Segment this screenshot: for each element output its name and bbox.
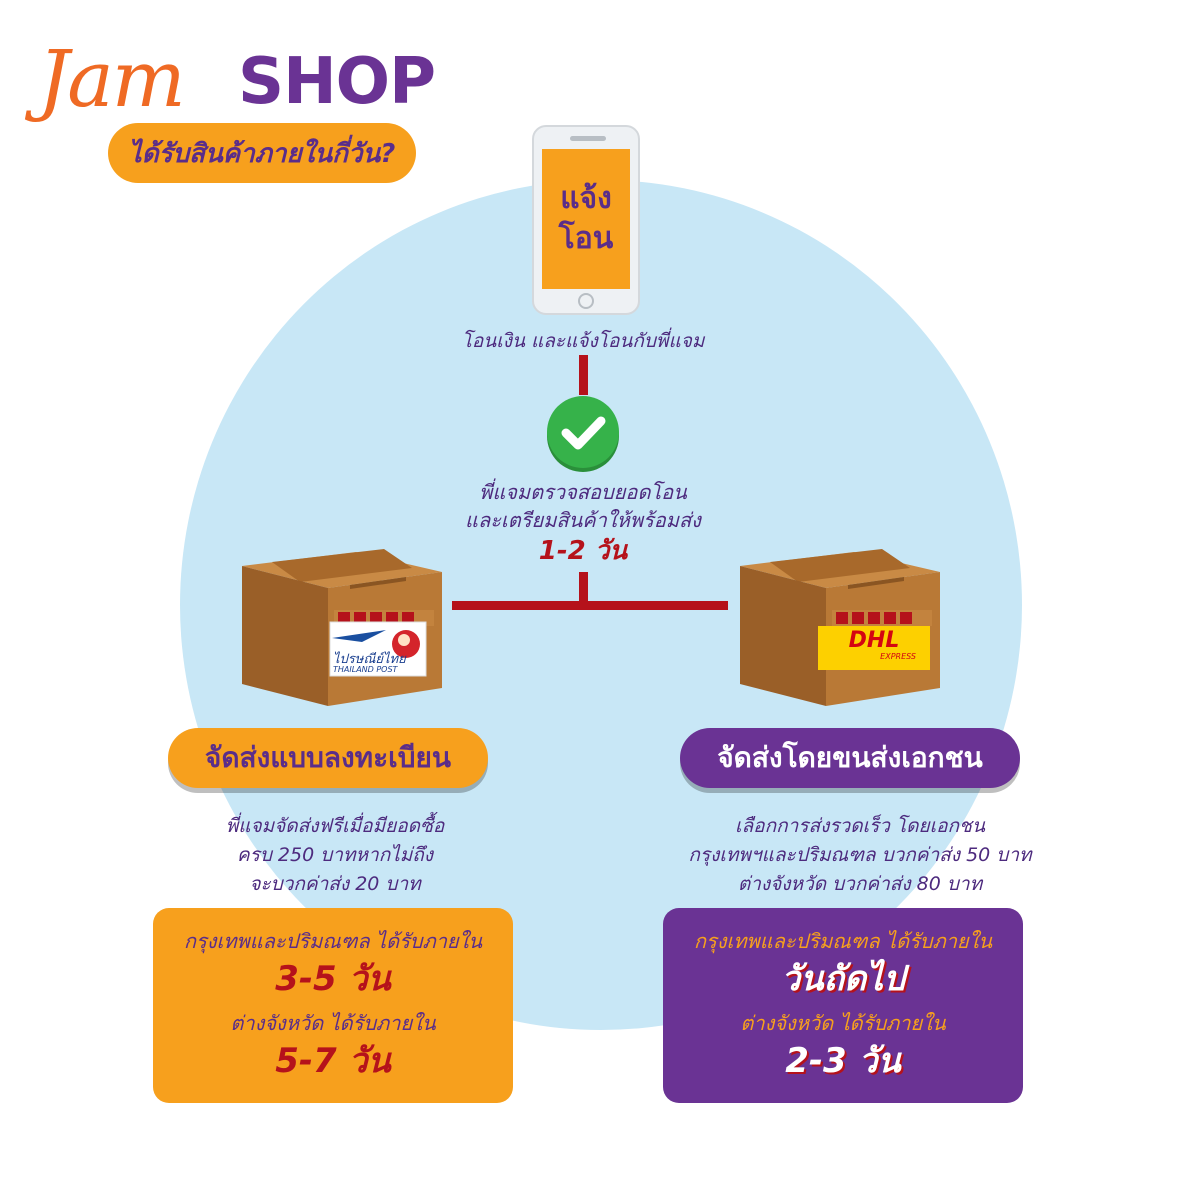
- left-card-label1: กรุงเทพและปริมณฑล ได้รับภายใน: [183, 929, 483, 953]
- left-desc-line2: ครบ 250 บาทหากไม่ถึง: [236, 844, 434, 866]
- right-description: เลือกการส่งรวดเร็ว โดยเอกชน กรุงเทพฯและป…: [630, 812, 1090, 899]
- right-delivery-card: กรุงเทพและปริมณฑล ได้รับภายใน วันถัดไป ต…: [663, 908, 1023, 1103]
- registered-mail-title: จัดส่งแบบลงทะเบียน: [168, 728, 488, 788]
- connector-line-middle: [579, 572, 588, 606]
- connector-line-horizontal: [452, 601, 728, 610]
- dhl-brand: DHL: [848, 628, 900, 653]
- thailand-post-th: ไปรษณีย์ไทย: [333, 652, 406, 667]
- logo-text-shop: SHOP: [238, 45, 436, 119]
- cardboard-box-icon: DHL EXPRESS: [734, 546, 944, 708]
- private-courier-title: จัดส่งโดยขนส่งเอกชน: [680, 728, 1020, 788]
- left-card-label2: ต่างจังหวัด ได้รับภายใน: [230, 1011, 436, 1035]
- right-card-label1: กรุงเทพและปริมณฑล ได้รับภายใน: [693, 929, 993, 953]
- left-card-value2: 5-7 วัน: [275, 1041, 391, 1081]
- jamshop-logo: Jam SHOP: [38, 30, 438, 130]
- step2-text: พี่แจมตรวจสอบยอดโอน และเตรียมสินค้าให้พร…: [400, 478, 766, 568]
- thailand-post-logo: ไปรษณีย์ไทย THAILAND POST: [333, 652, 425, 674]
- connector-line-top: [579, 355, 588, 395]
- left-description: พี่แจมจัดส่งฟรีเมื่อมียอดซื้อ ครบ 250 บา…: [150, 812, 520, 899]
- right-desc-line1: เลือกการส่งรวดเร็ว โดยเอกชน: [735, 815, 985, 837]
- phone-screen: แจ้ง โอน: [542, 149, 630, 289]
- right-card-value1: วันถัดไป: [781, 959, 905, 999]
- smartphone-icon: แจ้ง โอน: [532, 125, 640, 315]
- thailand-post-en: THAILAND POST: [333, 665, 398, 674]
- right-card-value2: 2-3 วัน: [785, 1041, 901, 1081]
- tagline-badge: ได้รับสินค้าภายในกี่วัน?: [108, 123, 416, 183]
- left-desc-line1: พี่แจมจัดส่งฟรีเมื่อมียอดซื้อ: [225, 815, 445, 837]
- cardboard-box-icon: ไปรษณีย์ไทย THAILAND POST: [236, 546, 446, 708]
- right-desc-line3: ต่างจังหวัด บวกค่าส่ง 80 บาท: [737, 873, 983, 895]
- left-card-value1: 3-5 วัน: [275, 959, 391, 999]
- phone-home-button: [578, 293, 594, 309]
- phone-speaker: [570, 136, 606, 141]
- phone-screen-line1: แจ้ง: [560, 181, 612, 216]
- phone-screen-line2: โอน: [558, 221, 614, 256]
- dhl-sub: EXPRESS: [880, 652, 916, 661]
- logo-text-jam: Jam: [38, 35, 186, 125]
- right-card-label2: ต่างจังหวัด ได้รับภายใน: [740, 1011, 946, 1035]
- dhl-logo: DHL EXPRESS: [824, 630, 924, 662]
- step1-caption: โอนเงิน และแจ้งโอนกับพี่แจม: [461, 330, 705, 352]
- left-desc-line3: จะบวกค่าส่ง 20 บาท: [249, 873, 421, 895]
- check-circle-icon: [547, 396, 619, 468]
- step2-line2: และเตรียมสินค้าให้พร้อมส่ง: [465, 508, 701, 532]
- step2-line1: พี่แจมตรวจสอบยอดโอน: [479, 480, 687, 504]
- left-delivery-card: กรุงเทพและปริมณฑล ได้รับภายใน 3-5 วัน ต่…: [153, 908, 513, 1103]
- right-desc-line2: กรุงเทพฯและปริมณฑล บวกค่าส่ง 50 บาท: [688, 844, 1032, 866]
- step2-days: 1-2 วัน: [538, 536, 628, 566]
